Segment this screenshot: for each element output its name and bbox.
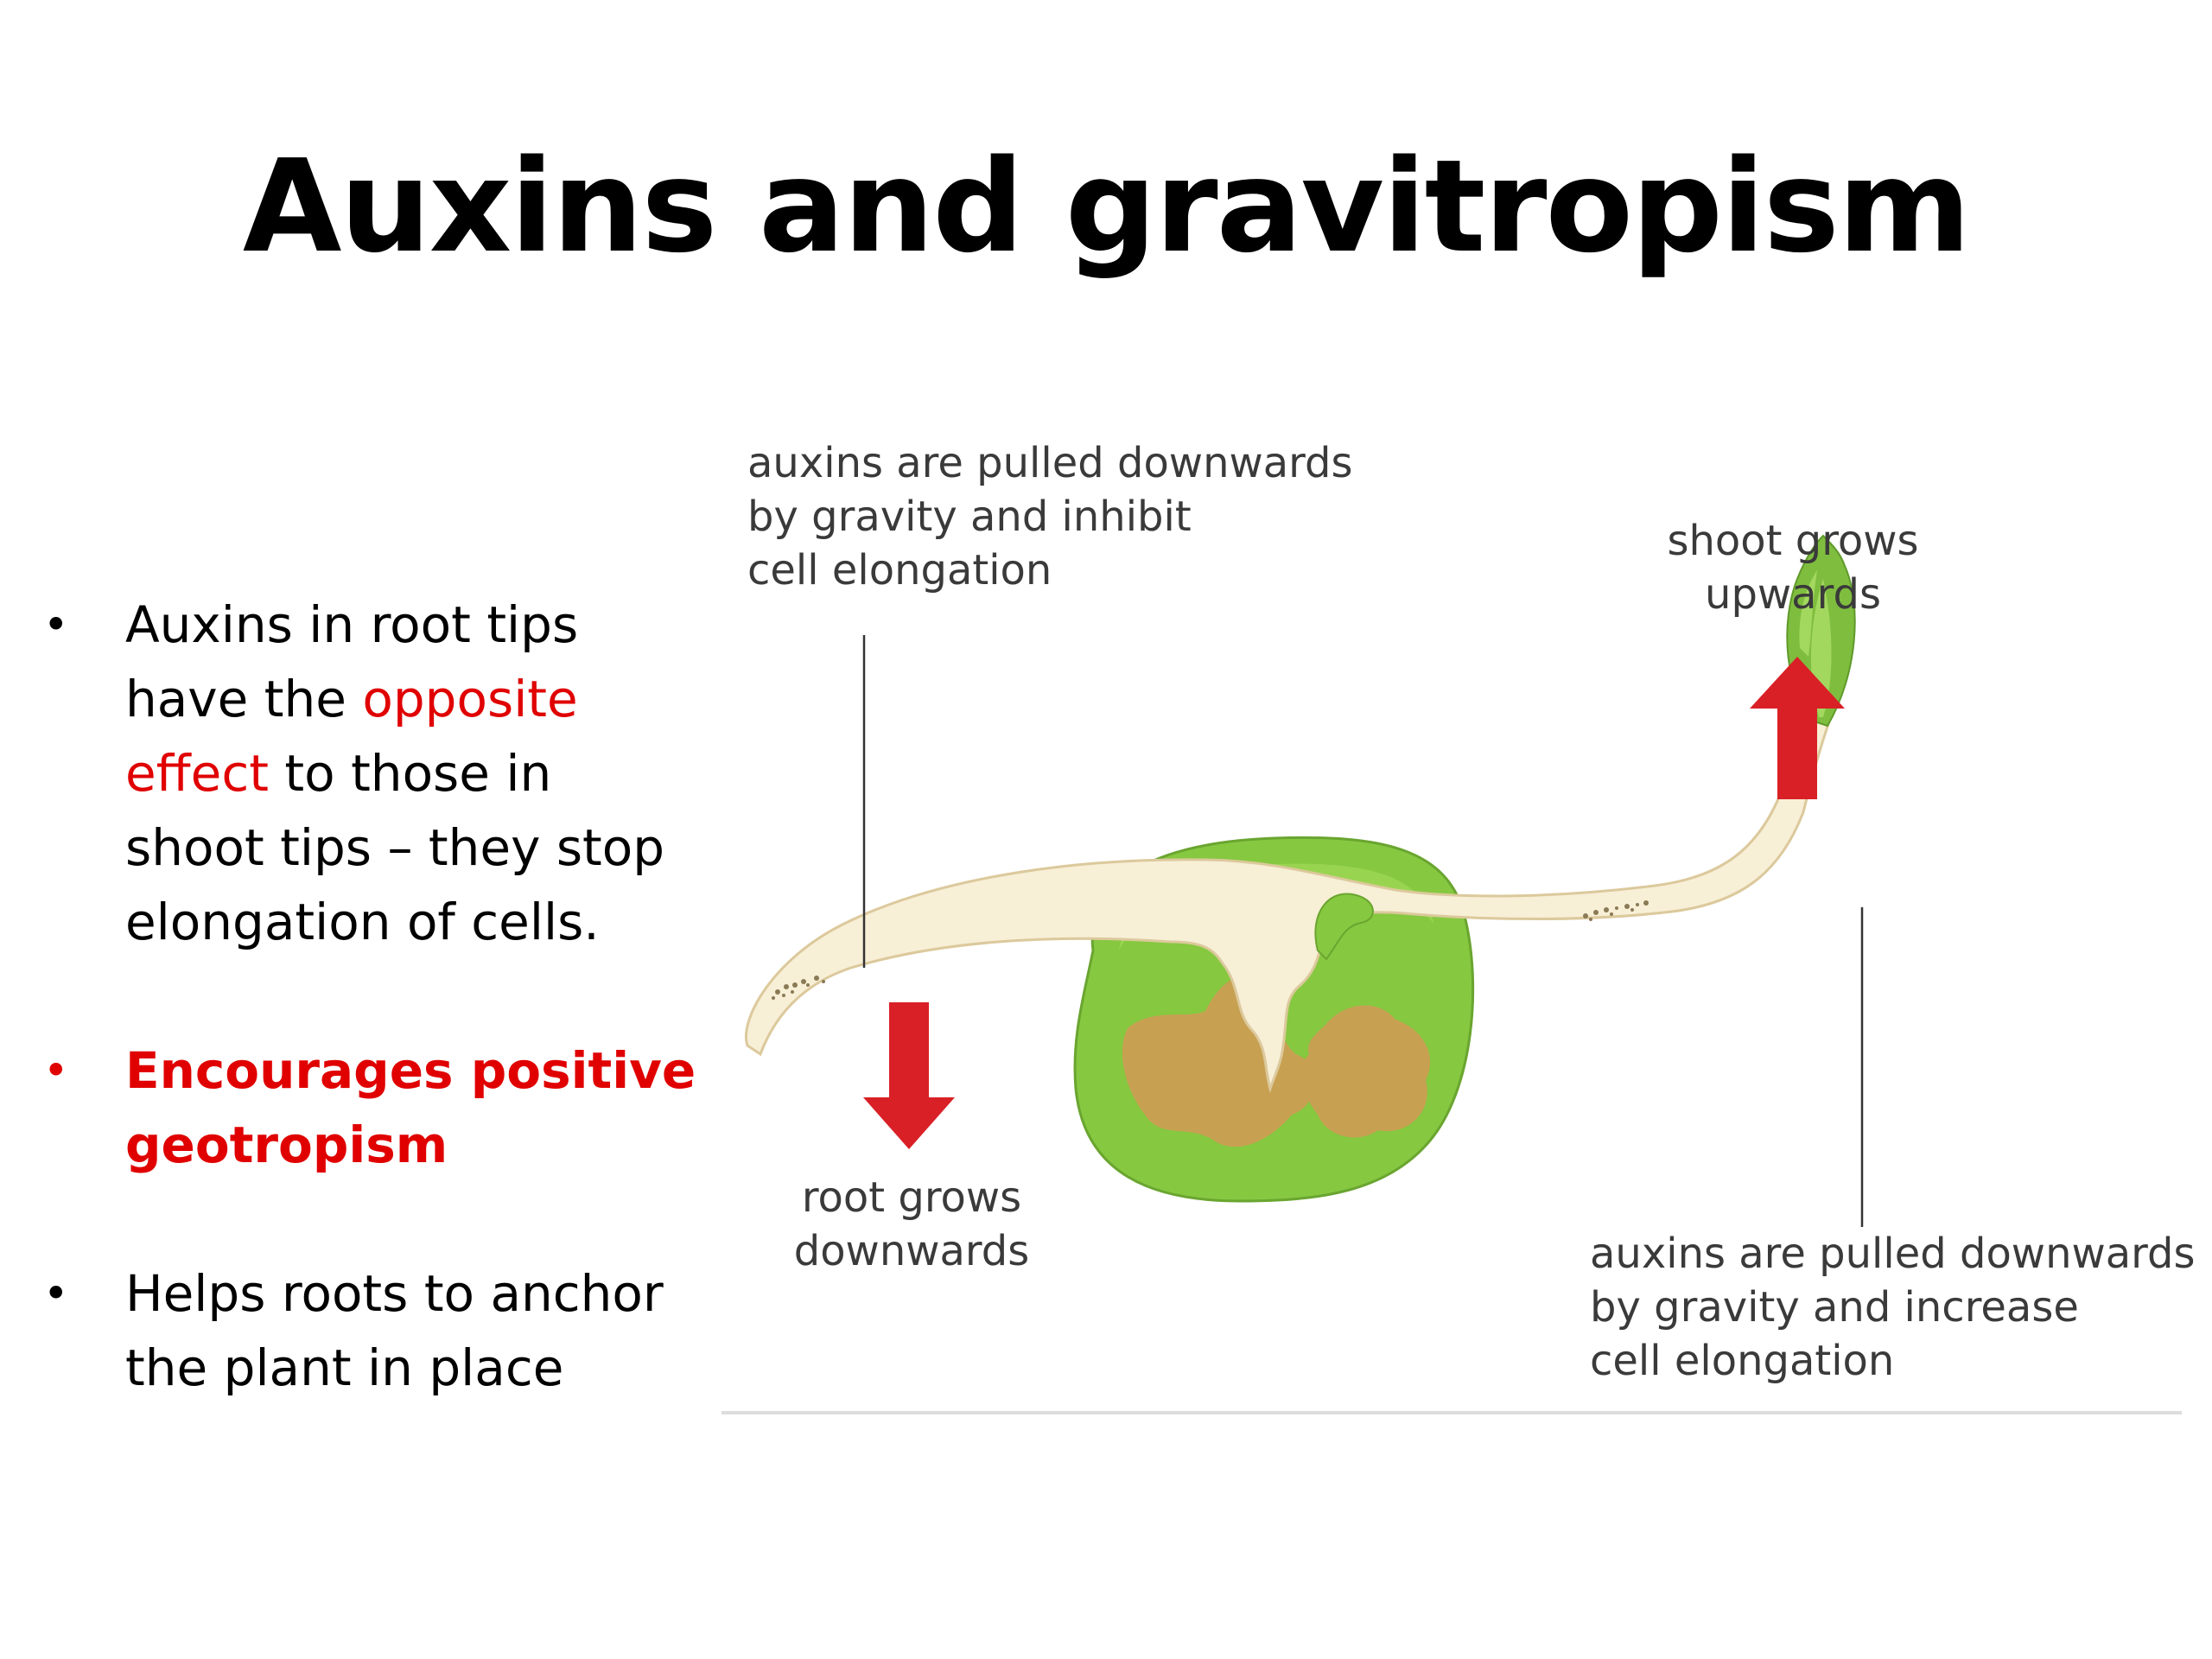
highlight-opposite: opposite xyxy=(362,670,578,728)
bullet-line: Encourages positive xyxy=(125,1041,696,1100)
bullet-line: effect to those in xyxy=(125,736,709,810)
label-line: by gravity and inhibit xyxy=(747,493,1192,541)
bullet-line: the plant in place xyxy=(125,1338,564,1397)
label-root: root grows downwards xyxy=(782,1171,1041,1278)
highlight-effect: effect xyxy=(125,744,269,803)
bullet-dot: • xyxy=(43,1268,69,1319)
label-line: shoot grows xyxy=(1667,517,1919,565)
bullet-line: elongation of cells. xyxy=(125,893,600,951)
bullet-text: have the xyxy=(125,670,363,728)
slide-title: Auxins and gravitropism xyxy=(242,132,1971,281)
shoot-bud-leaf xyxy=(1799,570,1817,657)
label-line: by gravity and increase xyxy=(1590,1283,2079,1332)
bullet-line: Auxins in root tips xyxy=(125,595,579,654)
bullet-line: Helps roots to anchor xyxy=(125,1264,664,1323)
bullet-line: have the opposite xyxy=(125,662,709,736)
seed-patch xyxy=(1300,1005,1431,1138)
label-line: downwards xyxy=(793,1227,1030,1275)
label-root-auxin: auxins are pulled downwards by gravity a… xyxy=(747,436,1353,597)
label-shoot: shoot grows upwards xyxy=(1655,514,1931,621)
bullet-line: shoot tips – they stop xyxy=(125,818,665,877)
label-line: auxins are pulled downwards xyxy=(747,439,1353,487)
bullet-line: geotropism xyxy=(125,1116,448,1174)
label-line: upwards xyxy=(1705,570,1881,619)
up-arrow xyxy=(1750,657,1845,799)
label-line: root grows xyxy=(801,1173,1022,1222)
bullet-text: to those in xyxy=(268,744,552,803)
bullet-item-2: • Encourages positive geotropism xyxy=(35,1033,709,1182)
bullet-dot: • xyxy=(43,600,69,650)
label-line: cell elongation xyxy=(747,546,1052,594)
bullet-dot: • xyxy=(43,1046,69,1096)
gravitropism-diagram: auxins are pulled downwards by gravity a… xyxy=(721,432,2196,1426)
label-shoot-auxin: auxins are pulled downwards by gravity a… xyxy=(1590,1227,2196,1388)
bullet-item-3: • Helps roots to anchor the plant in pla… xyxy=(35,1256,709,1405)
bullet-list: • Auxins in root tips have the opposite … xyxy=(35,588,709,1479)
label-line: cell elongation xyxy=(1590,1337,1895,1385)
bullet-item-1: • Auxins in root tips have the opposite … xyxy=(35,588,709,959)
shoot-auxin-stipple xyxy=(1583,900,1649,921)
cotyledon xyxy=(1314,893,1374,961)
root-auxin-stipple xyxy=(772,976,825,1000)
seedling-illustration xyxy=(721,534,2182,1414)
down-arrow xyxy=(863,1002,955,1149)
label-line: auxins are pulled downwards xyxy=(1590,1230,2196,1278)
stem xyxy=(745,715,1831,1094)
